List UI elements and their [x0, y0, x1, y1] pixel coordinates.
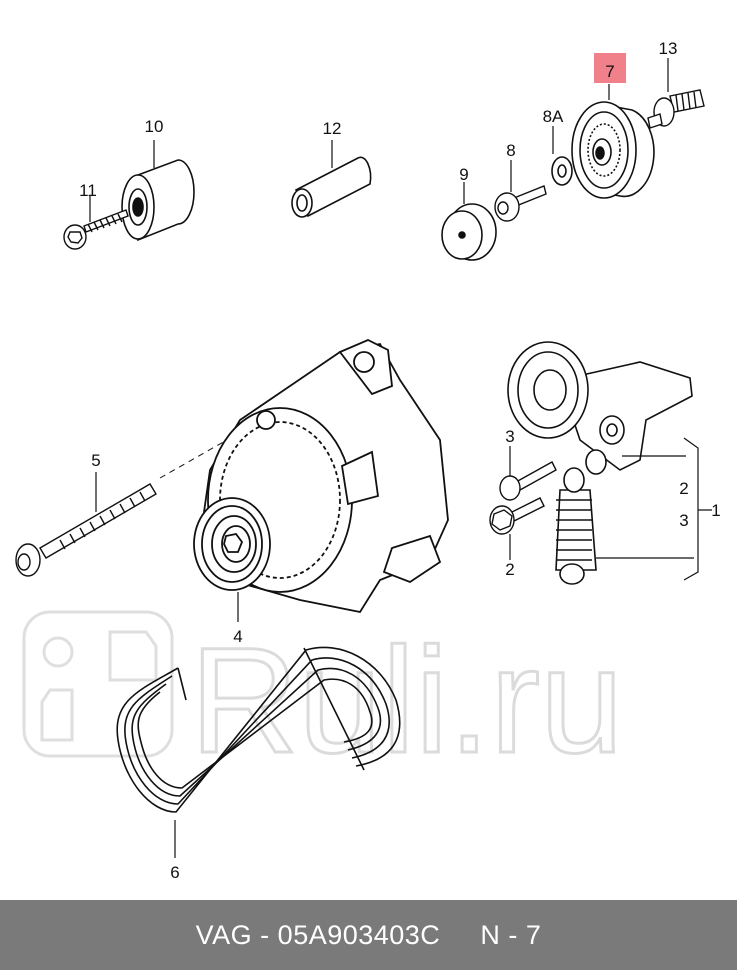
callout-5: 5 [91, 451, 100, 470]
callout-11: 11 [79, 181, 97, 200]
part-9-cap [441, 203, 497, 261]
part-2-bolt [489, 497, 545, 535]
callout-13: 13 [659, 39, 678, 58]
callout-9: 9 [459, 165, 468, 184]
watermark-text: Ruli.ru [190, 616, 623, 784]
part-8a-washer [551, 156, 573, 186]
part-3-bolt [499, 461, 557, 501]
parts-diagram: Ruli.ru [15, 39, 721, 882]
part-number: 05A903403C [277, 919, 441, 950]
part-12-sleeve [291, 156, 372, 218]
part-6-ribbed-belt [116, 646, 401, 813]
callout-4: 4 [233, 627, 242, 646]
part-8-bolt [494, 185, 547, 222]
part-4-alternator [193, 339, 449, 614]
part-11-bolt [63, 209, 129, 250]
callout-8: 8 [506, 141, 515, 160]
part-5-long-bolt [15, 483, 157, 577]
separator: - [252, 919, 278, 950]
callout-6: 6 [170, 863, 179, 882]
callout-12: 12 [323, 119, 342, 138]
part-1-tensioner-assembly [507, 341, 693, 585]
callout-2: 2 [679, 479, 688, 498]
diagram-ref: N - 7 [480, 919, 542, 950]
part-7-tensioner-pulley [571, 101, 655, 199]
part-13-stud [647, 89, 705, 129]
watermark: Ruli.ru [22, 610, 625, 786]
part-10-idler-pulley [121, 159, 195, 242]
callout-7: 7 [605, 62, 614, 81]
callout-8a: 8A [543, 107, 564, 126]
callout-10: 10 [145, 117, 164, 136]
callout-3: 3 [679, 511, 688, 530]
callout-2-bolt: 2 [505, 560, 514, 579]
callout-1: 1 [711, 501, 720, 520]
part-7-highlight [594, 53, 626, 83]
part-info-bar: VAG - 05A903403C N - 7 [0, 900, 737, 970]
callout-3-bolt: 3 [505, 427, 514, 446]
brand-label: VAG [195, 919, 253, 950]
